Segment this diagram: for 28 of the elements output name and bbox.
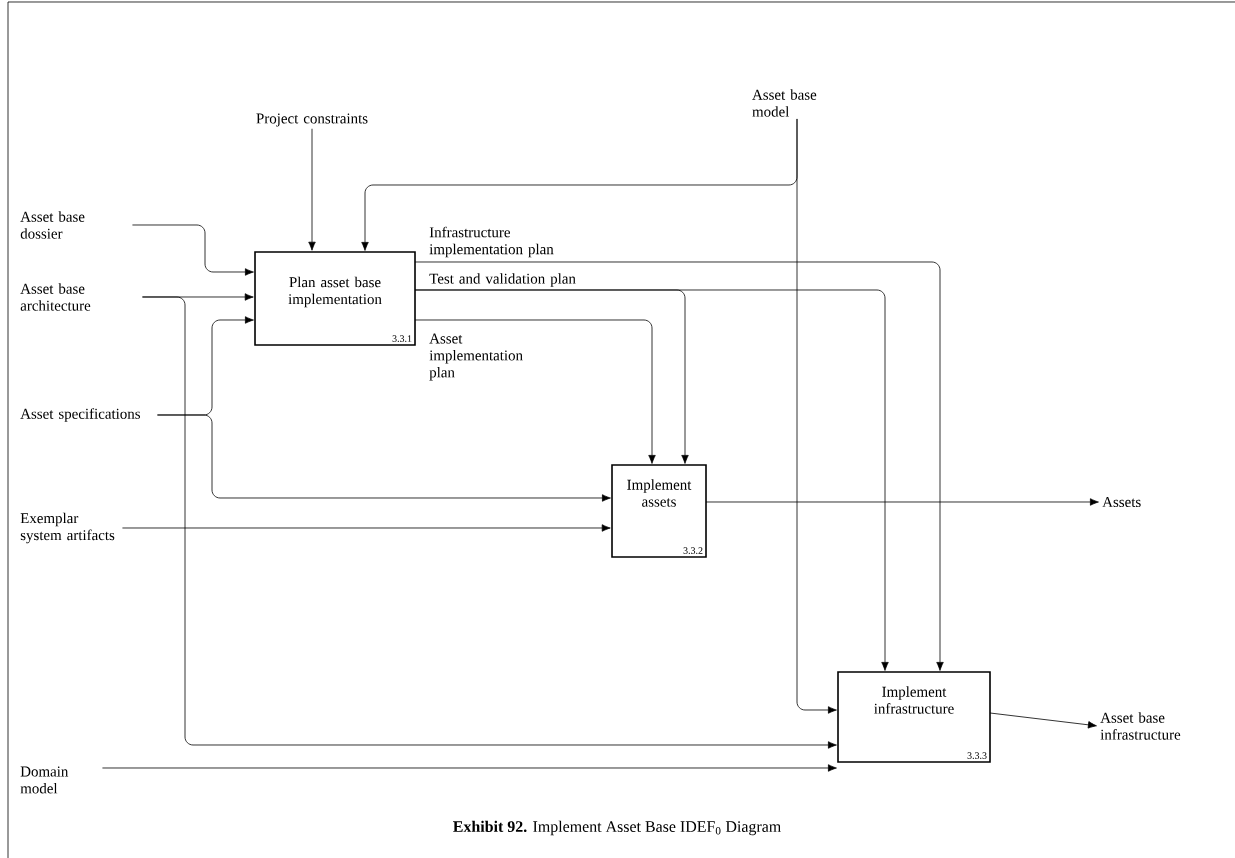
arrow	[308, 128, 316, 251]
arrow	[414, 319, 656, 464]
edge-label: Asset implementation plan	[429, 333, 523, 381]
arrow	[414, 261, 944, 671]
arrow-label: Exemplar system artifacts	[20, 512, 115, 544]
arrow	[142, 296, 837, 749]
process-box: Implement assets 3.3.2	[611, 464, 707, 558]
arrow	[796, 118, 837, 714]
edge-label: Infrastructure implementation plan	[429, 226, 554, 258]
arrow-label: Project constraints	[256, 113, 368, 127]
arrow	[989, 712, 1097, 729]
arrow-label: Asset base architecture	[20, 283, 91, 311]
arrow-label: Asset specifications	[20, 408, 140, 422]
arrow-label: Assets	[1102, 497, 1141, 507]
arrow	[102, 764, 837, 772]
caption: Exhibit 92. Implement Asset Base IDEF$_{0}$ Diagram	[453, 820, 781, 836]
arrow	[157, 414, 611, 502]
edge-label: Test and validation plan	[429, 273, 576, 287]
arrow-label: Asset base dossier	[20, 211, 85, 239]
process-box: Implement infrastructure 3.3.3	[837, 671, 991, 763]
arrow-label: Asset base infrastructure	[1100, 712, 1181, 740]
arrow	[414, 289, 889, 671]
arrow	[132, 224, 254, 276]
arrow	[705, 498, 1099, 506]
process-box: Plan asset base implementation 3.3.1	[254, 251, 416, 346]
arrow	[122, 524, 611, 532]
arrow-label: Domain model	[20, 766, 69, 794]
arrow-label: Asset base model	[752, 89, 817, 117]
